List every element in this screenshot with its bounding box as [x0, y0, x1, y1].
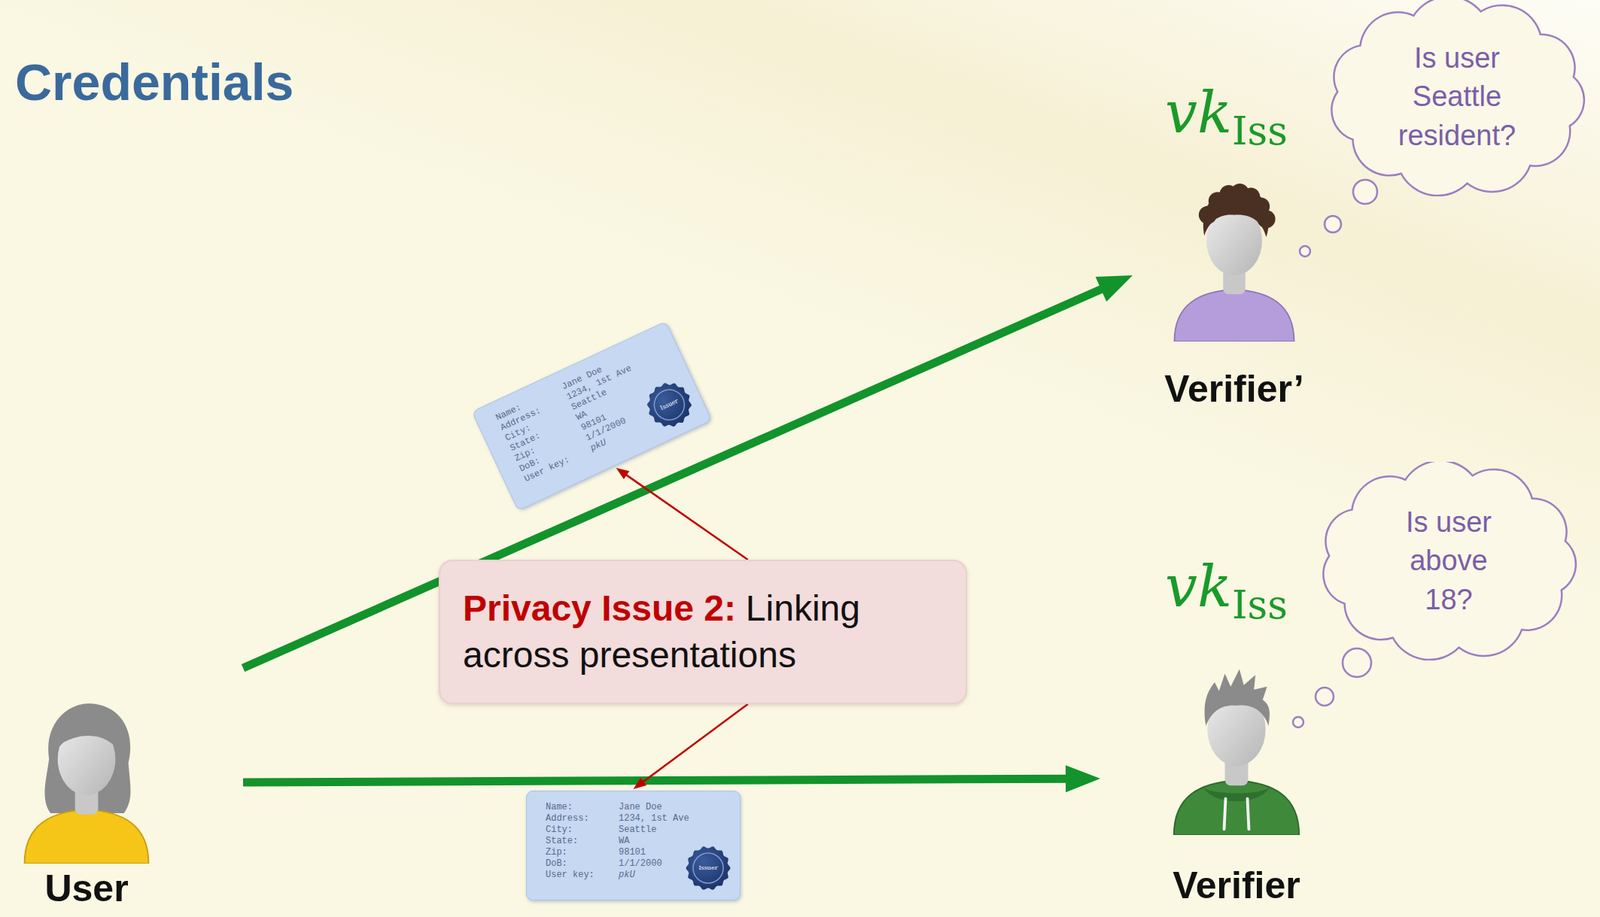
arrow-shaft [243, 778, 1070, 783]
person-icon [1143, 174, 1325, 342]
arrow-head [1095, 275, 1133, 302]
thought-dot [1292, 717, 1304, 728]
verification-key: vkIss [1165, 84, 1288, 142]
field-name: City: [545, 824, 619, 837]
field-value: WA [618, 836, 690, 848]
presentation-arrow [243, 275, 1133, 669]
person-icon [1142, 660, 1331, 836]
verifier-figure: Verifier [1142, 660, 1331, 905]
credential-card: Name:Jane DoeAddress:1234, 1st AveCity:S… [471, 321, 713, 512]
key-subscript: Iss [1231, 582, 1288, 628]
field-name: Zip: [545, 847, 619, 859]
person-label: Verifier [1142, 866, 1331, 905]
callout-heading: Privacy Issue 2: [462, 588, 737, 629]
callout-box: Privacy Issue 2:Linking across presentat… [438, 559, 968, 705]
card-fields: Name:Jane DoeAddress:1234, 1st AveCity:S… [545, 802, 690, 882]
field-name: User key: [545, 869, 619, 882]
field-value: 1/1/2000 [618, 858, 690, 870]
field-name: DoB: [545, 858, 619, 870]
thought-text: Is user above 18? [1392, 503, 1506, 620]
field-value: 1234, 1st Ave [618, 813, 690, 825]
arrow-shaft [243, 288, 1105, 669]
field-name: Address: [545, 813, 619, 825]
verifier-figure: Verifier’ [1143, 174, 1325, 408]
arrow-head [616, 468, 630, 480]
thought-dots [1292, 179, 1378, 728]
field-value: 98101 [618, 847, 690, 859]
arrow-head [633, 778, 648, 790]
thought-dot [1342, 648, 1372, 678]
card-fields: Name:Jane DoeAddress:1234, 1st AveCity:S… [493, 352, 658, 486]
thought-text: Is user Seattle resident? [1381, 39, 1533, 156]
key-symbol: vk [1165, 553, 1232, 621]
arrow-shaft [642, 704, 749, 783]
callout-arrow [633, 704, 749, 790]
thought-dot [1299, 246, 1311, 257]
field-value: Jane Doe [618, 802, 690, 814]
slide-title: Credentials [15, 52, 294, 112]
callout-body: Privacy Issue 2:Linking across presentat… [462, 585, 943, 680]
thought-dot [1353, 179, 1378, 204]
cloud-path [1331, 0, 1585, 197]
arrow-head [1065, 765, 1101, 793]
arrow-shaft [625, 474, 749, 560]
field-name: State: [545, 836, 619, 848]
thought-dot [1315, 687, 1334, 706]
callout-arrow [616, 468, 749, 560]
verification-key: vkIss [1165, 558, 1288, 616]
field-name: Name: [545, 802, 619, 814]
presentation-arrow [243, 765, 1101, 793]
thought-dot [1324, 215, 1342, 233]
user-figure: User [3, 690, 170, 908]
person-icon [3, 690, 170, 864]
cloud-path [1323, 462, 1576, 661]
seal-text: Issuer [685, 865, 731, 872]
person-label: User [3, 869, 170, 908]
credential-card: Name:Jane DoeAddress:1234, 1st AveCity:S… [526, 790, 741, 901]
thought-cloud: Is user above 18? [1317, 462, 1581, 661]
key-subscript: Iss [1231, 108, 1288, 154]
field-value: Seattle [618, 824, 690, 837]
person-label: Verifier’ [1143, 370, 1325, 408]
key-symbol: vk [1165, 79, 1232, 147]
field-value: pkU [618, 869, 690, 882]
thought-cloud: Is user Seattle resident? [1325, 0, 1589, 197]
